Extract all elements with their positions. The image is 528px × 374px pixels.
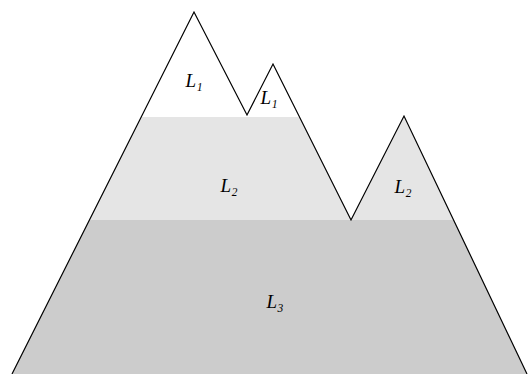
layer-label: L₂: [394, 177, 411, 196]
layer-label: L₁: [260, 88, 277, 107]
layer-label: L₃: [266, 292, 283, 311]
layer-label: L₂: [220, 176, 237, 195]
mountain-outline: [12, 12, 527, 374]
layer-two-band: [0, 117, 528, 220]
layer-label: L₁: [185, 71, 202, 90]
layer-three-band: [0, 220, 528, 374]
